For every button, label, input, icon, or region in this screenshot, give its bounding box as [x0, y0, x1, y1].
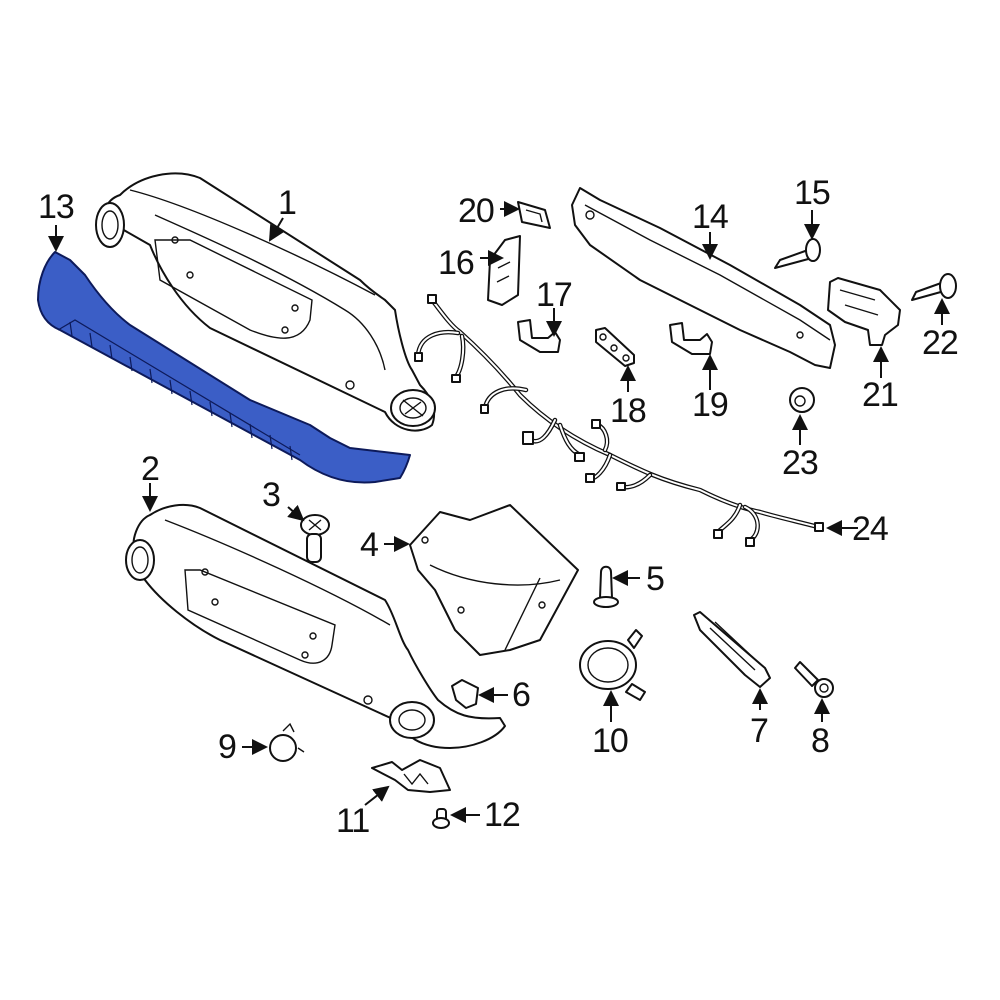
callout-label-9: 9	[218, 728, 237, 766]
callout-label-2: 2	[141, 450, 160, 488]
callout-label-5: 5	[646, 560, 665, 598]
part-19-bracket[interactable]	[669, 322, 713, 355]
part-20-pad[interactable]	[517, 201, 551, 229]
part-2-bumper-cover-lower[interactable]	[125, 503, 506, 749]
part-11-bezel[interactable]	[371, 759, 451, 793]
callout-label-7: 7	[750, 712, 769, 750]
part-16-bracket[interactable]	[487, 235, 521, 306]
part-4-side-bracket[interactable]	[409, 504, 579, 656]
part-18-plate[interactable]	[595, 327, 635, 367]
part-12-rivet[interactable]	[432, 808, 450, 829]
part-5-push-pin[interactable]	[593, 565, 619, 608]
part-8-bolt[interactable]	[794, 661, 834, 698]
callout-label-10: 10	[592, 722, 629, 760]
callout-label-24: 24	[852, 510, 889, 548]
callout-label-23: 23	[782, 444, 819, 482]
part-22-bolt[interactable]	[911, 273, 957, 301]
callout-label-19: 19	[692, 386, 729, 424]
callout-label-6: 6	[512, 676, 531, 714]
callout-label-8: 8	[811, 722, 830, 760]
callout-label-18: 18	[610, 392, 647, 430]
callout-label-22: 22	[922, 324, 959, 362]
callout-label-3: 3	[262, 476, 281, 514]
callout-label-17: 17	[536, 276, 573, 314]
part-14-impact-bar[interactable]	[571, 187, 836, 369]
part-6-clip[interactable]	[451, 679, 479, 709]
callout-label-13: 13	[38, 188, 75, 226]
callout-label-20: 20	[458, 192, 495, 230]
part-9-park-sensor[interactable]	[269, 722, 305, 762]
callout-label-15: 15	[794, 174, 831, 212]
part-24-wiring-harness[interactable]	[414, 294, 824, 547]
part-21-mount-bracket[interactable]	[827, 277, 901, 346]
callout-label-14: 14	[692, 198, 729, 236]
part-15-bolt[interactable]	[774, 238, 821, 269]
callout-label-21: 21	[862, 376, 899, 414]
part-13-lower-valance[interactable]	[37, 251, 411, 484]
callout-label-16: 16	[438, 244, 475, 282]
part-23-nut[interactable]	[789, 387, 815, 413]
part-1-bumper-cover-upper[interactable]	[95, 172, 436, 432]
callout-label-11: 11	[336, 802, 370, 840]
part-7-guide-bracket[interactable]	[693, 611, 771, 688]
callout-label-1: 1	[278, 184, 297, 222]
callout-label-4: 4	[360, 526, 379, 564]
part-10-sensor-holder[interactable]	[579, 629, 646, 701]
callout-label-12: 12	[484, 796, 521, 834]
callout-arrows	[48, 201, 950, 823]
part-3-screw[interactable]	[300, 514, 330, 563]
